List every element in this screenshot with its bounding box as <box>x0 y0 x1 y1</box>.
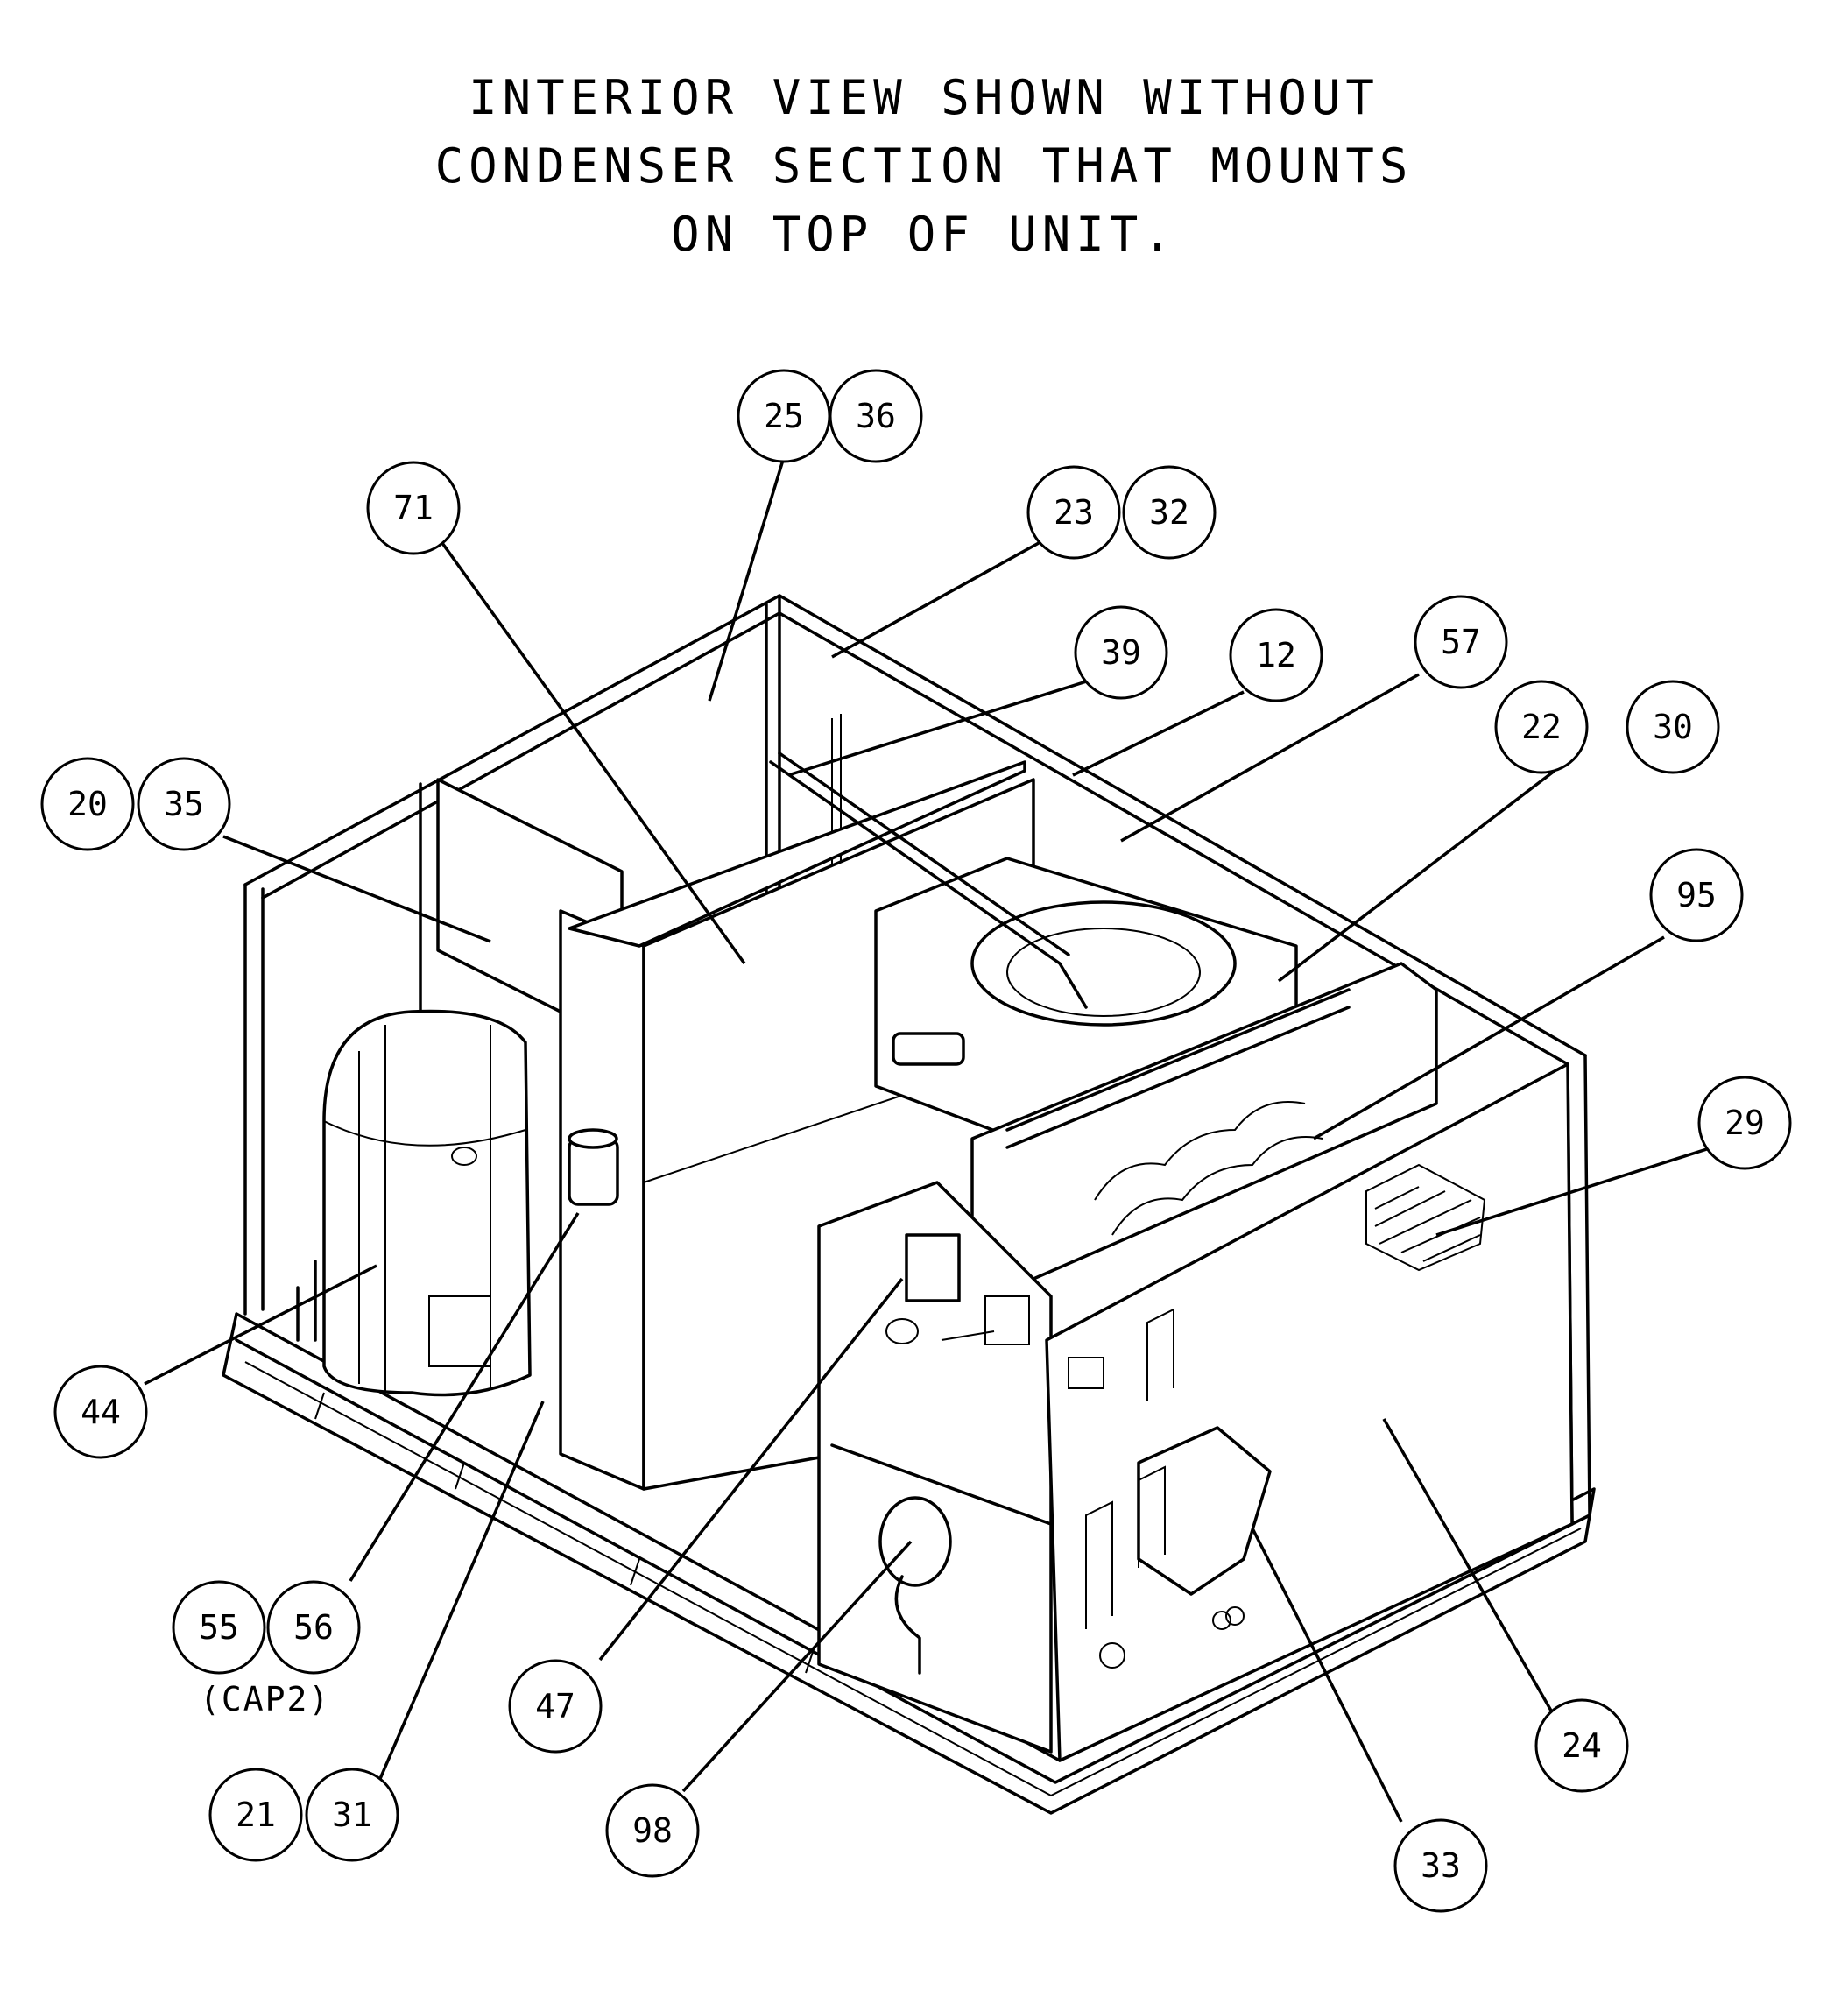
leader-57 <box>1120 673 1420 843</box>
access-panel <box>1045 1062 1574 1762</box>
leader-71 <box>441 541 746 965</box>
callout-number: 71 <box>393 489 434 527</box>
callout-circle <box>508 1659 603 1754</box>
callout-number: 31 <box>332 1796 372 1834</box>
callout-number: 57 <box>1441 623 1481 661</box>
callout-circle <box>829 369 923 463</box>
callout-circle <box>305 1768 399 1862</box>
leader-47 <box>598 1277 904 1662</box>
leader-23-32 <box>831 537 1047 659</box>
callout-25: 25 <box>737 369 831 463</box>
leader-39 <box>787 677 1096 777</box>
title-line-1: INTERIOR VIEW SHOWN WITHOUT <box>469 70 1379 125</box>
callout-24: 24 <box>1534 1698 1629 1793</box>
leader-21-31 <box>375 1401 545 1788</box>
callout-number: 36 <box>856 397 896 435</box>
callout-circle <box>1393 1818 1488 1913</box>
callout-47: 47 <box>508 1659 603 1754</box>
callout-33: 33 <box>1393 1818 1488 1913</box>
control-box <box>817 1181 1053 1754</box>
callout-circle <box>1229 608 1323 702</box>
leader-33 <box>1251 1528 1403 1823</box>
callout-number: 33 <box>1421 1846 1461 1885</box>
callout-23: 23 <box>1026 465 1121 560</box>
callout-circle <box>1122 465 1217 560</box>
callout-number: 56 <box>293 1608 334 1647</box>
leader-20-35 <box>222 835 491 943</box>
callout-number: 29 <box>1725 1104 1765 1142</box>
callout-circle <box>266 1580 361 1675</box>
callout-32: 32 <box>1122 465 1217 560</box>
callout-number: 95 <box>1676 876 1717 914</box>
callout-circle <box>1414 595 1508 689</box>
callout-number: 47 <box>535 1687 575 1725</box>
callout-circle <box>208 1768 303 1862</box>
callout-circle <box>1494 680 1589 774</box>
leader-12 <box>1072 690 1245 777</box>
callout-number: 39 <box>1101 633 1141 672</box>
callout-36: 36 <box>829 369 923 463</box>
callout-56: 56 <box>266 1580 361 1675</box>
callout-number: 32 <box>1149 493 1189 532</box>
callout-circle <box>1626 680 1720 774</box>
callout-number: 98 <box>632 1811 673 1850</box>
callout-57: 57 <box>1414 595 1508 689</box>
leader-55-56 <box>349 1212 580 1582</box>
leader-24 <box>1382 1418 1556 1718</box>
callout-number: 44 <box>81 1393 121 1431</box>
callout-circle <box>137 757 231 851</box>
leader-44 <box>144 1264 377 1386</box>
compressor <box>296 1009 532 1397</box>
callout-98: 98 <box>605 1783 700 1878</box>
callout-number: 24 <box>1562 1726 1602 1765</box>
callout-number: 25 <box>764 397 804 435</box>
leader-98 <box>681 1540 913 1793</box>
callout-21: 21 <box>208 1768 303 1862</box>
callout-20: 20 <box>40 757 135 851</box>
leader-29 <box>1435 1146 1713 1237</box>
callout-number: 21 <box>236 1796 276 1834</box>
leader-22-30 <box>1277 769 1556 983</box>
callout-circle <box>40 757 135 851</box>
callout-number: 55 <box>199 1608 239 1647</box>
callout-number: 23 <box>1054 493 1094 532</box>
callout-circle <box>605 1783 700 1878</box>
callout-circle <box>1697 1076 1792 1170</box>
callout-35: 35 <box>137 757 231 851</box>
callout-circle <box>53 1365 148 1459</box>
leader-95 <box>1313 935 1665 1140</box>
callout-12: 12 <box>1229 608 1323 702</box>
callout-95: 95 <box>1649 848 1744 942</box>
title-line-3: ON TOP OF UNIT. <box>671 207 1177 262</box>
callout-circle <box>366 461 461 555</box>
callout-circle <box>1649 848 1744 942</box>
callout-number: 35 <box>164 785 204 823</box>
callout-number: 20 <box>67 785 108 823</box>
callout-number: 30 <box>1653 708 1693 746</box>
callout-22: 22 <box>1494 680 1589 774</box>
callout-29: 29 <box>1697 1076 1792 1170</box>
callout-31: 31 <box>305 1768 399 1862</box>
title-line-2: CONDENSER SECTION THAT MOUNTS <box>434 138 1414 194</box>
cap2-note: (CAP2) <box>200 1680 331 1718</box>
callout-71: 71 <box>366 461 461 555</box>
callout-number: 12 <box>1256 636 1296 674</box>
callout-circle <box>1534 1698 1629 1793</box>
callout-number: 22 <box>1521 708 1562 746</box>
callout-circle <box>1026 465 1121 560</box>
callout-30: 30 <box>1626 680 1720 774</box>
callout-circle <box>172 1580 266 1675</box>
leader-25-36 <box>708 456 786 702</box>
callout-39: 39 <box>1074 605 1168 700</box>
callout-circle <box>1074 605 1168 700</box>
callout-44: 44 <box>53 1365 148 1459</box>
capacitor <box>568 1128 619 1206</box>
callout-55: 55 <box>172 1580 266 1675</box>
